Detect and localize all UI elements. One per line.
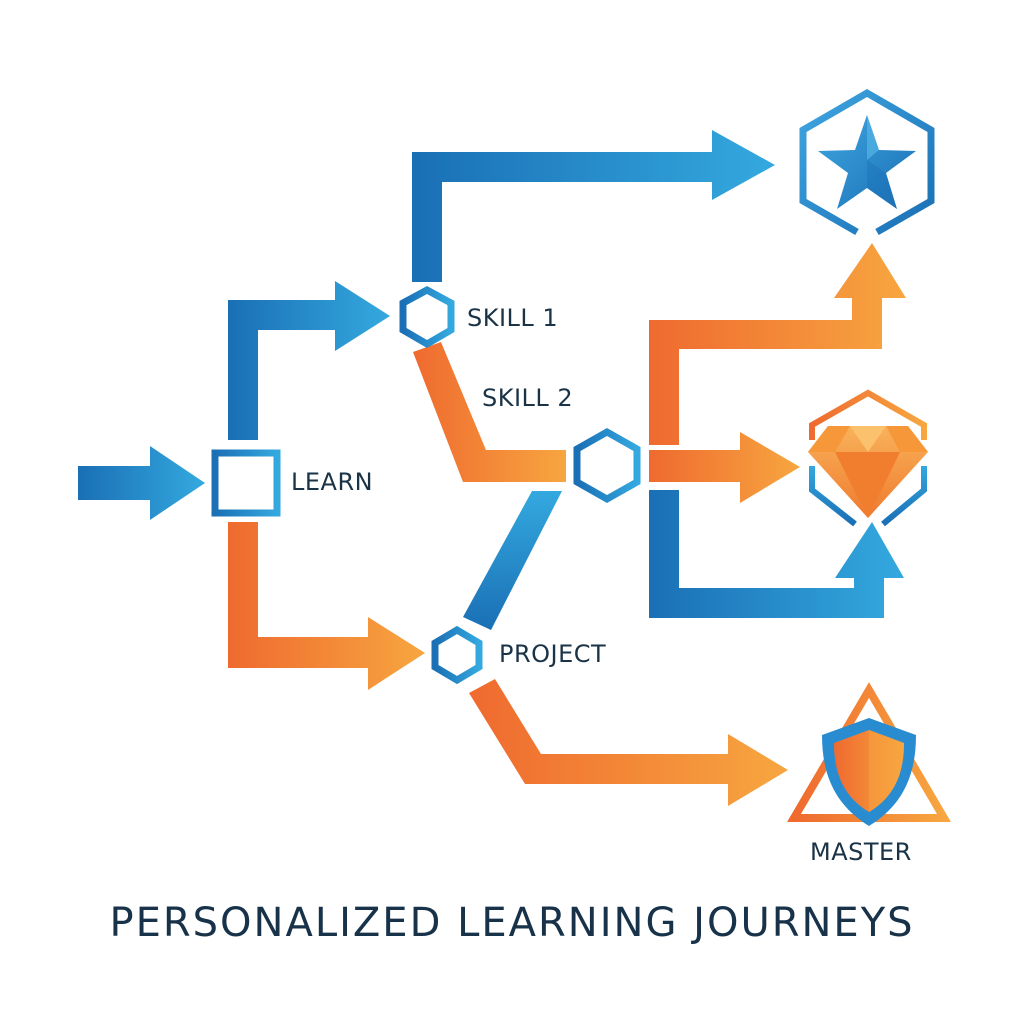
arrow-project-to-master (469, 679, 788, 806)
arrow-skill1-to-star (412, 130, 775, 282)
hexagon-node-icon (573, 427, 641, 504)
learn-node[interactable] (211, 449, 281, 517)
master-node[interactable] (787, 682, 951, 826)
diamond-goal-node[interactable] (808, 389, 928, 527)
skill2-label: SKILL 2 (482, 384, 574, 412)
master-label: MASTER (810, 838, 912, 866)
learn-label: LEARN (291, 468, 374, 496)
project-label: PROJECT (499, 640, 607, 668)
square-node-icon (211, 449, 281, 517)
star-icon (818, 115, 916, 209)
hexagon-frame-top-icon (809, 389, 927, 440)
hexagon-frame-icon (799, 88, 935, 236)
arrow-learn-to-skill1 (228, 281, 390, 440)
hexagon-frame-bottom-icon (809, 466, 927, 527)
arrow-learn-to-project (228, 522, 425, 690)
hexagon-node-icon (431, 625, 483, 685)
hexagon-node-icon (399, 286, 455, 349)
skill1-node[interactable] (399, 286, 455, 349)
arrow-skill2-to-diamond-alt (649, 490, 904, 618)
skill2-node[interactable] (573, 427, 641, 504)
project-node[interactable] (431, 625, 483, 685)
arrow-skill2-to-star (649, 243, 906, 445)
skill1-label: SKILL 1 (467, 304, 559, 332)
arrow-skill2-to-diamond (649, 432, 800, 503)
start-arrow (78, 446, 205, 520)
arrow-project-to-skill2 (463, 491, 562, 630)
star-goal-node[interactable] (799, 88, 935, 236)
arrow-skill1-to-skill2 (413, 342, 566, 482)
diagram-title: PERSONALIZED LEARNING JOURNEYS (109, 900, 915, 946)
